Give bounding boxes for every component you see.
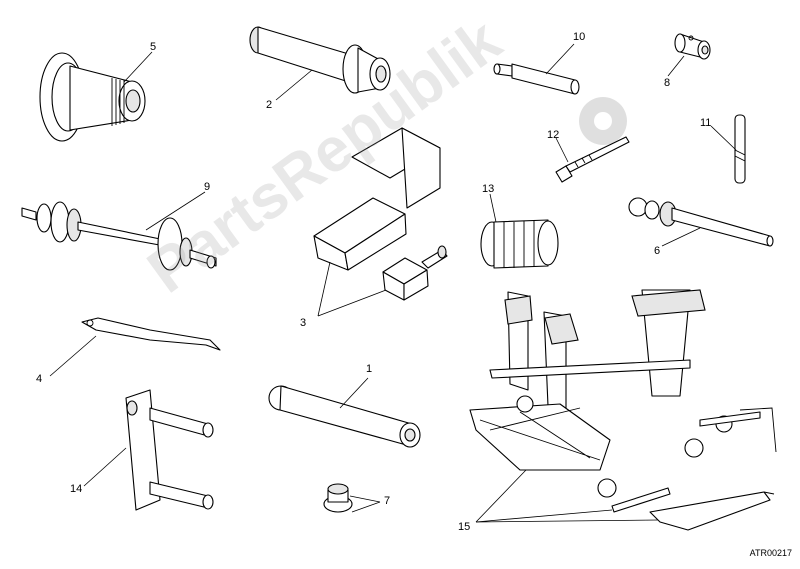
callout-5: 5 [150, 41, 156, 53]
callout-10: 10 [573, 31, 585, 43]
watermark-gear-icon [579, 97, 627, 145]
callout-1: 1 [366, 363, 372, 375]
part-11-split-pin[interactable] [734, 114, 746, 184]
callout-4: 4 [36, 373, 42, 385]
part-15-paddock-stand[interactable] [469, 289, 777, 531]
callout-13: 13 [482, 183, 494, 195]
callout-3: 3 [300, 317, 306, 329]
part-12-threaded-rod[interactable] [555, 136, 630, 183]
callout-11: 11 [700, 117, 711, 129]
callout-labels: 5 2 10 8 11 12 9 13 6 3 4 1 14 7 15 [36, 31, 711, 533]
callout-14: 14 [70, 483, 82, 495]
part-5-flanged-bushing[interactable] [39, 52, 146, 142]
callout-7: 7 [384, 495, 390, 507]
drawing-code: ATR00217 [749, 548, 792, 558]
part-7-bolt[interactable] [323, 483, 353, 513]
part-1-cylinder[interactable] [268, 385, 421, 448]
part-9-axle-with-spacers[interactable] [21, 201, 217, 271]
callout-2: 2 [266, 99, 272, 111]
part-2-shaft-with-collar[interactable] [249, 26, 391, 94]
callout-9: 9 [204, 181, 210, 193]
leader-lines [49, 43, 737, 523]
callout-6: 6 [654, 245, 660, 257]
part-10-long-pin[interactable] [493, 63, 580, 95]
part-14-bracket-with-pins[interactable] [125, 389, 214, 511]
part-13-knurled-sleeve[interactable] [480, 219, 559, 269]
callout-12: 12 [547, 129, 559, 141]
part-4-hook-wrench[interactable] [81, 317, 221, 351]
callout-15: 15 [458, 521, 470, 533]
part-3-tool-case-and-bracket[interactable] [313, 127, 448, 301]
part-8-small-sleeve[interactable] [674, 33, 711, 60]
part-6-rod-with-collars[interactable] [628, 197, 774, 247]
callout-8: 8 [664, 77, 670, 89]
